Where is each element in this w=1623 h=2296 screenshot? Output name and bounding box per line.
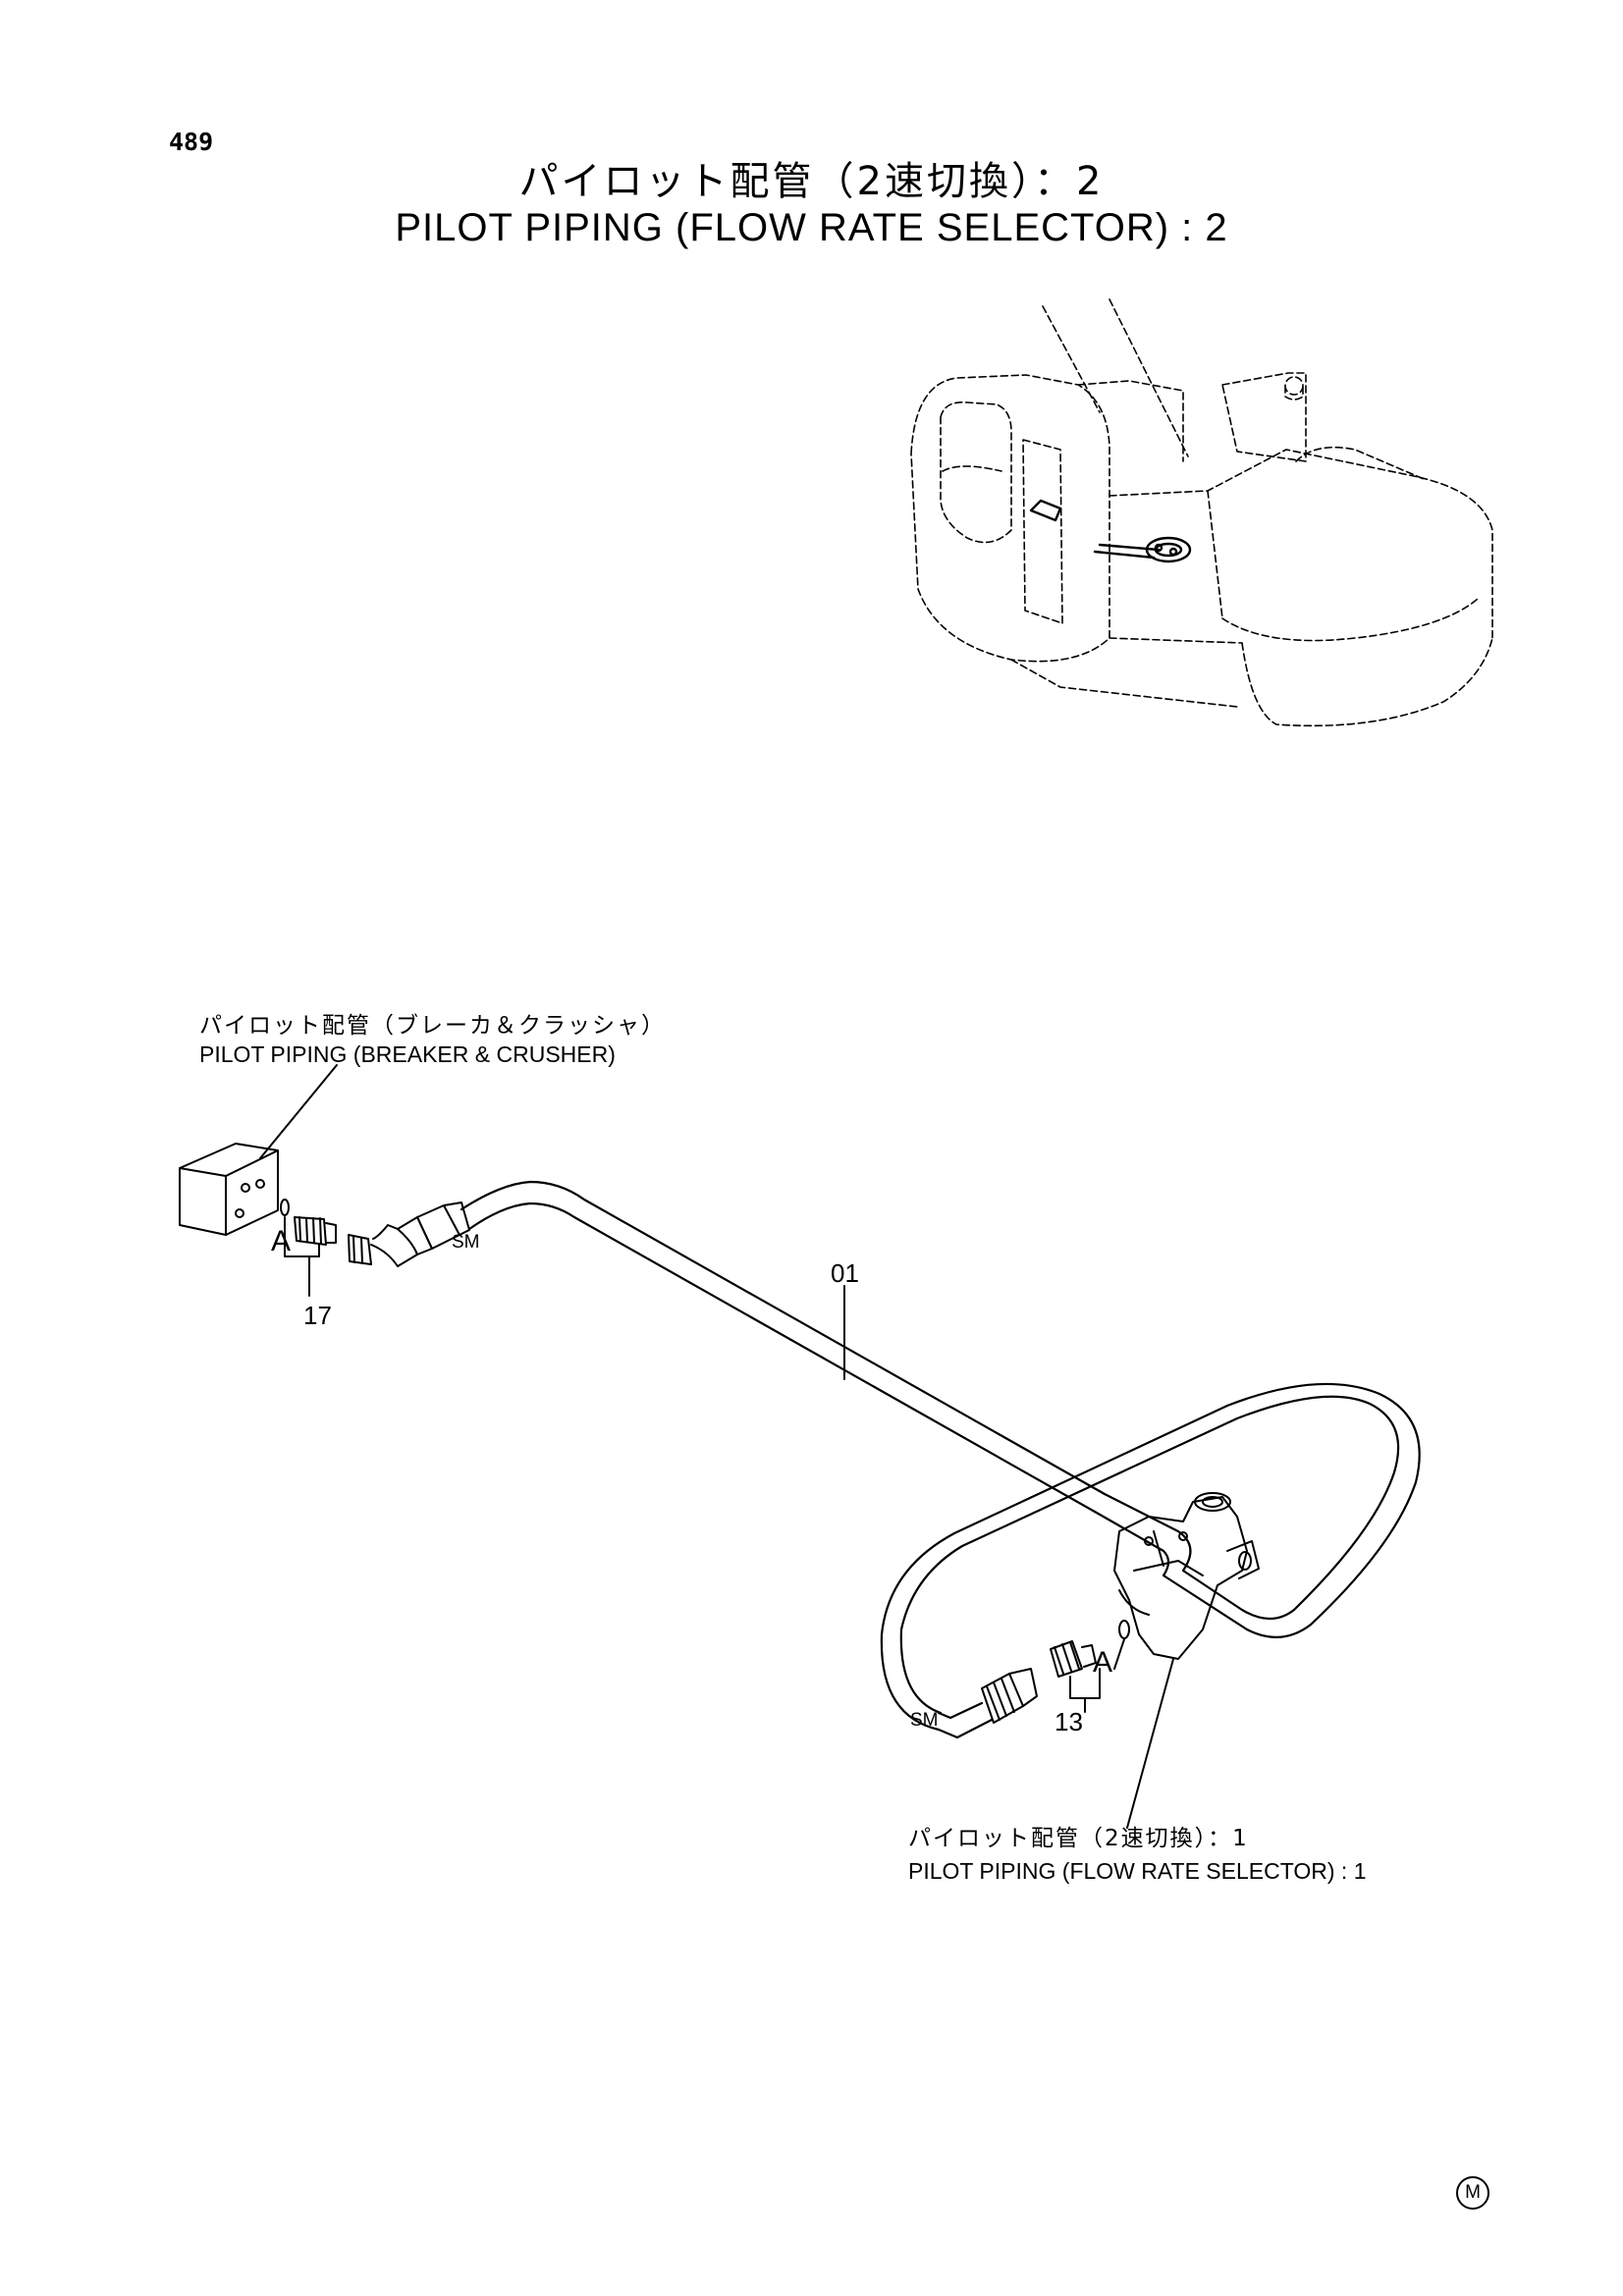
maker-mark-circle: M [1456,2176,1489,2210]
o-ring-left [280,1199,290,1216]
adapter-13 [1050,1640,1097,1678]
hose-fitting-right [981,1668,1038,1724]
reference-flow-rate-selector-1-english: PILOT PIPING (FLOW RATE SELECTOR) : 1 [908,1858,1367,1884]
callout-13: 13 [1055,1707,1083,1736]
sm-label-right: SM [910,1710,939,1731]
port-label-a-left: A [271,1225,292,1257]
counterweight [1221,598,1479,642]
hose-01 [460,1180,1421,1739]
title-english: PILOT PIPING (FLOW RATE SELECTOR) : 2 [395,206,1228,249]
reference-breaker-crusher-english: PILOT PIPING (BREAKER & CRUSHER) [199,1041,616,1067]
adapter-17 [294,1216,337,1246]
frame-lower [1109,637,1243,644]
leader-line-a-right [1113,1638,1125,1670]
cab-door [1022,439,1063,624]
counterweight [1241,637,1493,727]
page-number: 489 [169,128,214,156]
boom-line [1042,305,1101,413]
callout-17: 17 [303,1301,332,1330]
tank-cap [1284,385,1304,400]
engine-cover [1207,490,1223,619]
leader-bracket-17 [284,1238,320,1297]
overview-valve-highlight [1029,499,1192,563]
callout-01: 01 [831,1258,859,1288]
frame-lower [1010,659,1238,708]
tank-cap [1284,376,1304,396]
sm-label-left: SM [452,1232,480,1253]
leader-line-breaker [259,1064,338,1159]
cab-window [942,465,1002,472]
reference-breaker-crusher-japanese: パイロット配管（ブレーカ＆クラッシャ） [199,1013,666,1039]
cab-roof [1077,380,1184,462]
reference-flow-rate-selector-1-japanese: パイロット配管（2速切換）：1 [908,1826,1249,1851]
tank-box [1221,372,1307,462]
hose-fitting-left [416,1201,470,1250]
boom-line [1109,298,1189,457]
pilot-valve-block [179,1143,279,1236]
leader-bracket-13 [1069,1668,1101,1713]
upper-structure [1109,449,1493,639]
cab-window [940,400,1012,544]
engine-cover [1295,446,1425,480]
flow-rate-selector-valve [1113,1492,1260,1660]
title-japanese: パイロット配管（2速切換）：2 [518,159,1105,204]
excavator-overview-illustration [910,298,1493,727]
port-label-a-right: A [1093,1646,1113,1679]
leader-line-selector [1126,1658,1174,1829]
o-ring-right [1118,1620,1130,1639]
elbow-fitting [348,1216,433,1267]
